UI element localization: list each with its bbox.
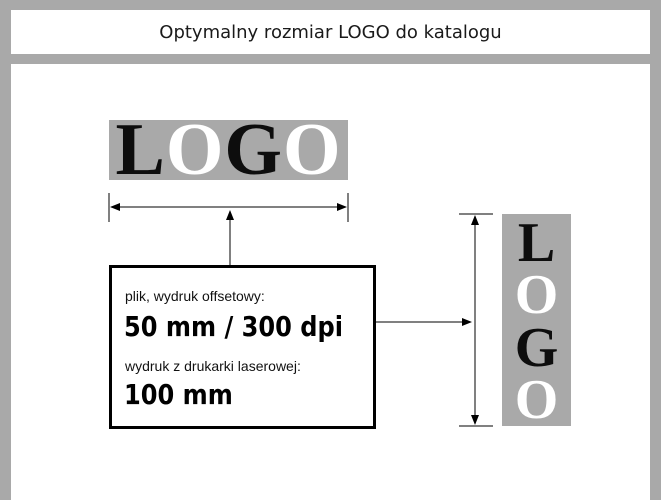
offset-print-size: 50 mm / 300 dpi: [124, 310, 344, 343]
page-title: Optymalny rozmiar LOGO do katalogu: [159, 22, 502, 43]
logo-letter: L: [115, 120, 166, 180]
offset-print-label: plik, wydruk offsetowy:: [125, 288, 265, 304]
frame-right-bar: [650, 0, 661, 500]
header-divider: [0, 54, 661, 64]
logo-horizontal: L O G O: [109, 120, 348, 180]
size-info-box: plik, wydruk offsetowy: 50 mm / 300 dpi …: [109, 265, 376, 429]
logo-letter: O: [165, 120, 225, 180]
frame-left-bar: [0, 0, 11, 500]
frame-top-bar: [0, 0, 661, 10]
logo-letter: G: [224, 120, 283, 180]
logo-letter: O: [282, 120, 342, 180]
laser-print-label: wydruk z drukarki laserowej:: [125, 358, 301, 374]
logo-letter: O: [514, 368, 559, 426]
logo-letter: O: [514, 264, 559, 327]
logo-letter: G: [514, 316, 559, 379]
logo-letter: L: [517, 214, 556, 274]
logo-vertical: L O G O: [502, 214, 571, 426]
laser-print-size: 100 mm: [124, 378, 233, 411]
